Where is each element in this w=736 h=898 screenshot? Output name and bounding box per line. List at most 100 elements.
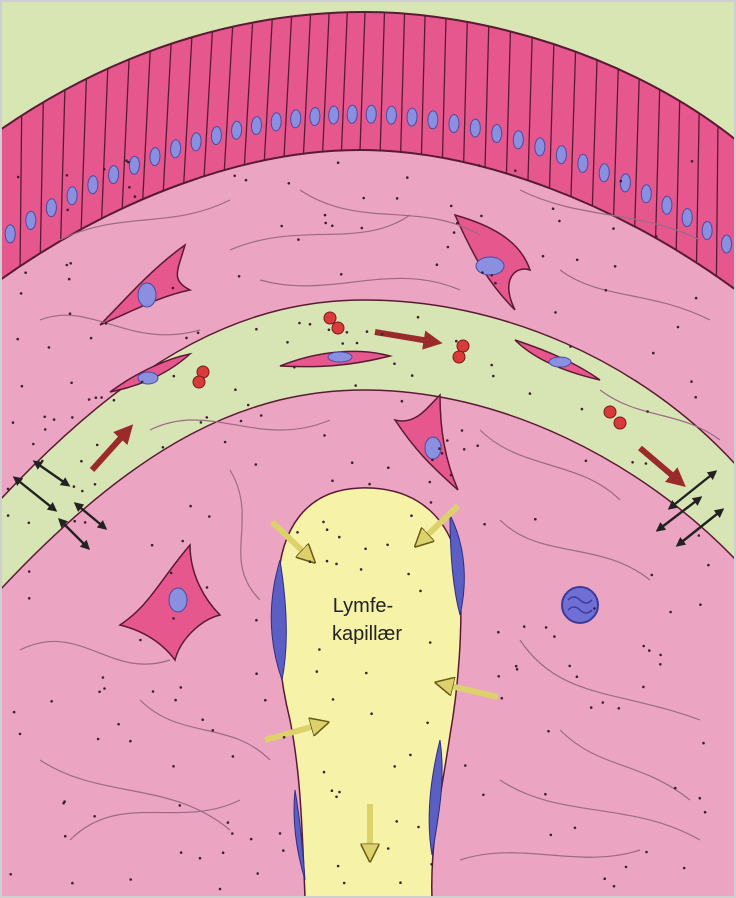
dot	[612, 227, 615, 230]
lymph-capillary-label-line1: Lymfe-	[333, 595, 393, 617]
dot	[335, 796, 338, 799]
dot	[328, 329, 331, 332]
nucleus	[556, 146, 567, 164]
dot	[576, 675, 579, 678]
dot	[283, 736, 286, 739]
dot	[96, 444, 99, 447]
dot	[569, 345, 572, 348]
dot	[129, 740, 132, 743]
dot	[659, 663, 662, 666]
dot	[674, 787, 677, 790]
dot	[652, 352, 655, 355]
dot	[631, 461, 634, 464]
dot	[552, 207, 555, 210]
dot	[103, 168, 106, 171]
dot	[515, 665, 518, 668]
dot	[255, 619, 258, 622]
nucleus	[108, 165, 119, 183]
dot	[346, 331, 349, 334]
dot	[117, 723, 120, 726]
dot	[113, 399, 116, 402]
dot	[482, 794, 485, 797]
nucleus	[662, 196, 672, 214]
dot	[94, 483, 97, 486]
dot	[62, 802, 65, 805]
dot	[324, 214, 327, 217]
dot	[453, 231, 456, 234]
dot	[699, 603, 702, 606]
dot	[280, 225, 283, 228]
dot	[162, 446, 165, 449]
nucleus	[682, 208, 692, 226]
dot	[9, 873, 12, 876]
dot	[316, 670, 319, 673]
dot	[534, 518, 537, 521]
dot	[523, 625, 526, 628]
dot	[354, 384, 357, 387]
dot	[12, 421, 15, 424]
dot	[645, 851, 648, 854]
dot	[206, 416, 209, 419]
nucleus	[5, 225, 15, 243]
dot	[430, 863, 433, 866]
dot	[593, 607, 596, 610]
dot	[401, 400, 404, 403]
dot	[7, 514, 10, 517]
dot	[430, 501, 433, 504]
dot	[476, 444, 479, 447]
dot	[381, 333, 384, 336]
dot	[335, 563, 338, 566]
dot	[603, 877, 606, 880]
dot	[95, 396, 98, 399]
dot	[340, 273, 343, 276]
nucleus	[476, 257, 504, 275]
nucleus	[169, 588, 187, 612]
lymphocyte	[562, 587, 598, 623]
dot	[309, 323, 312, 326]
dot	[642, 645, 645, 648]
dot	[395, 820, 398, 823]
dot	[669, 611, 672, 614]
dot	[441, 452, 444, 455]
nucleus	[491, 124, 501, 142]
dot	[264, 699, 267, 702]
dot	[69, 312, 72, 315]
dot	[438, 447, 441, 450]
dot	[360, 568, 363, 571]
dot	[331, 789, 334, 792]
nucleus	[366, 105, 377, 123]
dot	[326, 528, 329, 531]
dot	[393, 765, 396, 768]
nucleus	[328, 106, 339, 124]
dot	[296, 531, 299, 534]
dot	[480, 215, 483, 218]
red-blood-cell	[324, 312, 336, 324]
dot	[172, 765, 175, 768]
dot	[28, 597, 31, 600]
dot	[707, 564, 710, 567]
nucleus	[328, 352, 352, 362]
dot	[411, 374, 414, 377]
red-blood-cell	[332, 322, 344, 334]
dot	[554, 311, 557, 314]
dot	[81, 490, 84, 493]
nucleus	[702, 221, 712, 239]
dot	[247, 404, 250, 407]
dot	[429, 481, 432, 484]
dot	[356, 342, 359, 345]
dot	[73, 520, 76, 523]
red-blood-cell	[604, 406, 616, 418]
dot	[343, 882, 346, 885]
dot	[645, 462, 648, 465]
dot	[50, 700, 53, 703]
dot	[417, 316, 420, 319]
dot	[208, 515, 211, 518]
dot	[455, 340, 458, 343]
dot	[410, 514, 413, 517]
nucleus	[67, 187, 78, 205]
dot	[450, 474, 453, 477]
dot	[68, 278, 71, 281]
nucleus	[309, 107, 320, 125]
